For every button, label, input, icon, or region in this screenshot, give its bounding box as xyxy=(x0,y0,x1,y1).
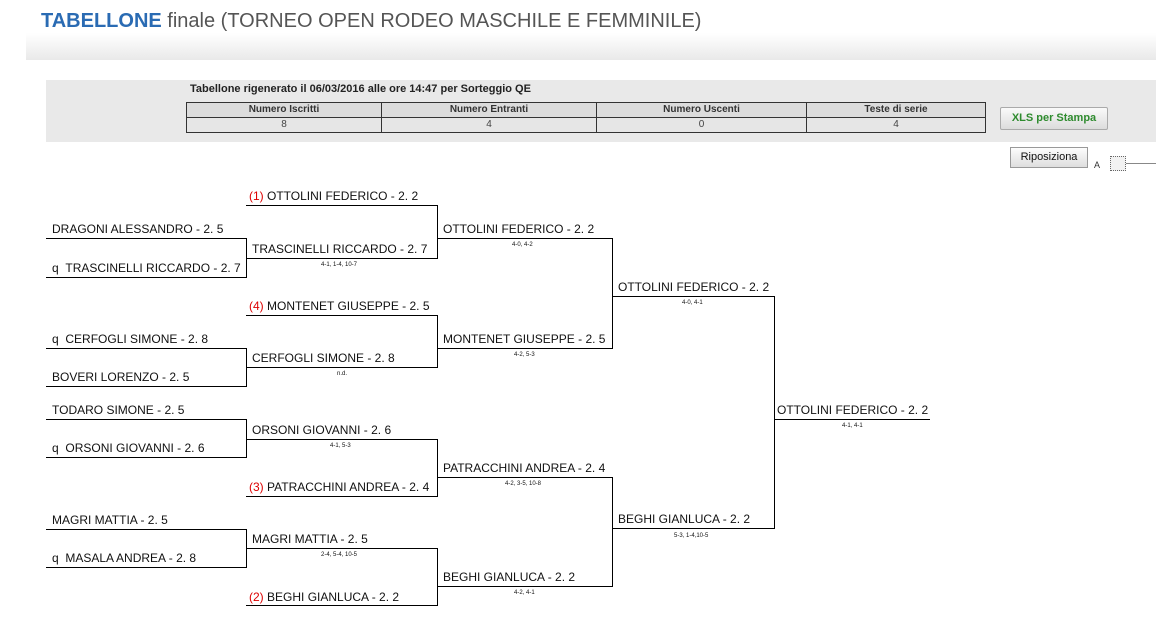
final-winner: OTTOLINI FEDERICO - 2. 2 xyxy=(777,403,929,417)
seed-number: (1) xyxy=(249,189,264,203)
zoom-label: A xyxy=(1094,160,1101,170)
bracket-line xyxy=(246,258,437,259)
bracket-line xyxy=(437,477,612,478)
bracket-line xyxy=(612,296,774,297)
qualifier-entry: TODARO SIMONE - 2. 5 xyxy=(52,403,185,417)
first-round-entry: (2) BEGHI GIANLUCA - 2. 2 xyxy=(249,590,400,604)
match-score: 5-3, 1-4,10-5 xyxy=(674,533,709,539)
match-score: 4-0, 4-2 xyxy=(512,242,533,248)
first-round-entry: CERFOGLI SIMONE - 2. 8 xyxy=(252,351,395,365)
bracket-line xyxy=(46,277,246,278)
match-score: 4-2, 4-1 xyxy=(514,590,535,596)
xls-print-button[interactable]: XLS per Stampa xyxy=(1000,107,1108,130)
seed-number: (4) xyxy=(249,299,264,313)
semi-entry: BEGHI GIANLUCA - 2. 2 xyxy=(618,512,751,526)
bracket-line xyxy=(437,548,438,606)
bracket-line xyxy=(612,477,613,587)
first-round-entry: (1) OTTOLINI FEDERICO - 2. 2 xyxy=(249,189,419,203)
page-title-strong: TABELLONE xyxy=(41,10,162,32)
zoom-slider[interactable] xyxy=(1110,156,1156,171)
bracket-line xyxy=(612,528,774,529)
semi-entry: OTTOLINI FEDERICO - 2. 2 xyxy=(618,280,770,294)
quarter-entry: PATRACCHINI ANDREA - 2. 4 xyxy=(443,461,606,475)
bracket-line xyxy=(437,586,612,587)
qualifier-entry: DRAGONI ALESSANDRO - 2. 5 xyxy=(52,222,224,236)
bracket-line xyxy=(246,439,437,440)
bracket-line xyxy=(46,238,246,239)
qualifier-entry: BOVERI LORENZO - 2. 5 xyxy=(52,370,190,384)
bracket-line xyxy=(46,348,246,349)
bracket-line xyxy=(774,296,775,529)
qualifier-entry: q MASALA ANDREA - 2. 8 xyxy=(52,551,197,565)
bracket-line xyxy=(612,238,613,349)
bracket-line xyxy=(246,605,437,606)
bracket-line xyxy=(46,529,246,530)
title-bar xyxy=(26,0,1156,60)
first-round-entry: MAGRI MATTIA - 2. 5 xyxy=(252,532,368,546)
seed-number: (3) xyxy=(249,480,264,494)
quarter-entry: BEGHI GIANLUCA - 2. 2 xyxy=(443,570,576,584)
stats-value-iscritti: 8 xyxy=(186,117,382,133)
stats-value-entranti: 4 xyxy=(381,117,597,133)
stats-header-entranti: Numero Entranti xyxy=(381,102,597,118)
bracket-line xyxy=(437,205,438,259)
match-score: n.d. xyxy=(337,371,348,377)
bracket-line xyxy=(437,315,438,368)
stats-value-teste: 4 xyxy=(806,117,986,133)
match-score: 4-1, 5-3 xyxy=(330,443,351,449)
stats-header-teste: Teste di serie xyxy=(806,102,986,118)
bracket-line xyxy=(774,419,930,420)
match-score: 4-1, 1-4, 10-7 xyxy=(321,262,358,268)
match-score: 4-1, 4-1 xyxy=(842,423,863,429)
match-score: 4-2, 3-5, 10-8 xyxy=(505,481,542,487)
regeneration-note: Tabellone rigenerato il 06/03/2016 alle … xyxy=(190,83,531,95)
bracket-line xyxy=(437,348,612,349)
stats-header-iscritti: Numero Iscritti xyxy=(186,102,382,118)
match-score: 4-2, 5-3 xyxy=(514,352,535,358)
bracket-line xyxy=(46,386,246,387)
bracket-line xyxy=(246,205,437,206)
first-round-entry: (3) PATRACCHINI ANDREA - 2. 4 xyxy=(249,480,430,494)
bracket-line xyxy=(437,238,612,239)
bracket-line xyxy=(246,367,437,368)
match-score: 2-4, 5-4, 10-5 xyxy=(321,552,358,558)
bracket-line xyxy=(437,439,438,497)
slider-thumb[interactable] xyxy=(1110,156,1126,171)
qualifier-entry: q TRASCINELLI RICCARDO - 2. 7 xyxy=(52,261,241,275)
bracket-line xyxy=(46,457,246,458)
first-round-entry: TRASCINELLI RICCARDO - 2. 7 xyxy=(252,242,428,256)
quarter-entry: MONTENET GIUSEPPE - 2. 5 xyxy=(443,332,606,346)
bracket-line xyxy=(46,567,246,568)
match-score: 4-0, 4-1 xyxy=(682,300,703,306)
stats-value-uscenti: 0 xyxy=(596,117,807,133)
seed-number: (2) xyxy=(249,590,264,604)
bracket-line xyxy=(246,548,437,549)
reposition-button[interactable]: Riposiziona xyxy=(1010,147,1088,168)
bracket-line xyxy=(246,419,247,458)
stats-header-uscenti: Numero Uscenti xyxy=(596,102,807,118)
page-title: TABELLONE finale (TORNEO OPEN RODEO MASC… xyxy=(41,10,701,33)
bracket-line xyxy=(246,315,437,316)
qualifier-entry: MAGRI MATTIA - 2. 5 xyxy=(52,513,168,527)
first-round-entry: ORSONI GIOVANNI - 2. 6 xyxy=(252,423,392,437)
quarter-entry: OTTOLINI FEDERICO - 2. 2 xyxy=(443,222,595,236)
page-title-rest: finale (TORNEO OPEN RODEO MASCHILE E FEM… xyxy=(167,10,702,32)
qualifier-entry: q ORSONI GIOVANNI - 2. 6 xyxy=(52,441,205,455)
qualifier-entry: q CERFOGLI SIMONE - 2. 8 xyxy=(52,332,209,346)
stats-table: Numero Iscritti Numero Entranti Numero U… xyxy=(186,102,986,133)
first-round-entry: (4) MONTENET GIUSEPPE - 2. 5 xyxy=(249,299,430,313)
bracket-line xyxy=(246,496,437,497)
bracket-line xyxy=(46,419,246,420)
slider-track xyxy=(1110,163,1156,164)
